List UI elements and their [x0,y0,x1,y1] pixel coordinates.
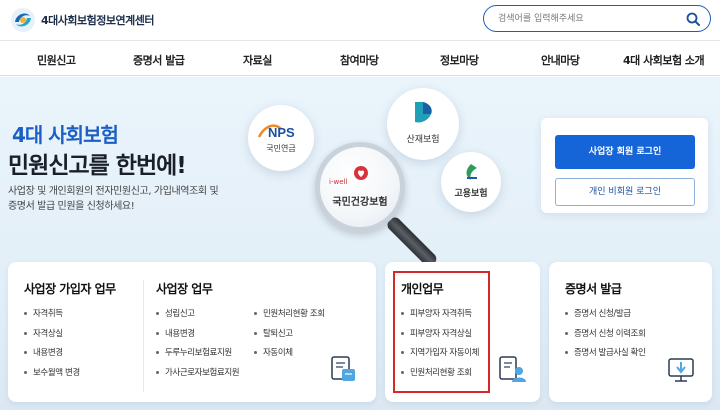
certificate-title: 증명서 발급 [565,282,622,296]
search-icon[interactable] [686,12,700,26]
hero-description-line: 사업장 및 개인회원의 전자민원신고, 가입내역조회 및 [8,186,219,197]
list-item[interactable]: 보수월액 변경 [24,366,80,386]
personal-highlight-box [393,271,490,393]
main-nav: 민원신고 증명서 발급 자료실 참여마당 정보마당 안내마당 4대 사회보험 소… [0,40,720,76]
search-input[interactable] [498,11,678,27]
nps-logo-text: NPS [268,125,295,140]
site-header: 4대사회보험정보연계센터 [0,0,720,40]
ei-label: 고용보험 [454,189,488,199]
nps-logo-icon: NPS [257,124,295,140]
magnifier-handle [385,215,439,269]
search-box [483,5,711,32]
magnifier-nhis: i-well 국민건강보험 [315,142,405,232]
nav-item-civil-report[interactable]: 민원신고 [37,54,76,67]
kcomwel-label: 산재보험 [406,135,440,145]
hero-description: 사업장 및 개인회원의 전자민원신고, 가입내역조회 및 증명서 발급 민원을 … [8,184,268,214]
nps-badge: NPS 국민연금 [248,105,314,171]
kcomwel-badge: 산재보험 [387,88,459,160]
business-login-button[interactable]: 사업장 회원 로그인 [555,135,695,169]
login-panel: 사업장 회원 로그인 개인 비회원 로그인 [541,118,708,213]
personal-title: 개인업무 [401,282,444,296]
nav-item-information[interactable]: 정보마당 [440,54,479,67]
nhis-logo-icon [354,166,368,180]
list-item[interactable]: 민원처리현황 조회 [254,307,325,327]
nhis-sub: i-well [329,178,348,186]
personal-login-button[interactable]: 개인 비회원 로그인 [555,178,695,206]
certificate-list: 증명서 신청/발급 증명서 신청 이력조회 증명서 발급사실 확인 [565,307,646,366]
list-item[interactable]: 피부양자 자격취득 [401,307,479,327]
ei-badge: 고용보험 [441,152,501,212]
list-item[interactable]: 내용변경 [156,327,239,347]
list-item[interactable]: 증명서 신청/발급 [565,307,645,327]
list-item[interactable]: 증명서 발급사실 확인 [565,346,646,366]
nps-label: 국민연금 [266,144,296,153]
workplace-title: 사업장 업무 [156,282,213,296]
user-document-icon [499,356,526,382]
monitor-download-icon [668,358,694,382]
list-item[interactable]: 자격취득 [24,307,80,327]
list-item[interactable]: 민원처리현황 조회 [401,366,479,386]
business-card: 사업장 가입자 업무 자격취득 자격상실 내용변경 보수월액 변경 사업장 업무… [8,262,376,402]
list-item[interactable]: 두루누리보험료지원 [156,346,239,366]
list-item[interactable]: 자격상실 [24,327,80,347]
workplace-list-2: 민원처리현황 조회 탈퇴신고 자동이체 [254,307,325,366]
logo-icon [11,8,35,32]
personal-list: 피부양자 자격취득 피부양자 자격상실 지역가입자 자동이체 민원처리현황 조회 [401,307,479,385]
list-item[interactable]: 피부양자 자격상실 [401,327,479,347]
list-item[interactable]: 지역가입자 자동이체 [401,346,479,366]
hero-subtitle: 민원신고를 한번에! [8,153,187,179]
list-item[interactable]: 증명서 신청 이력조회 [565,327,646,347]
subscriber-title: 사업장 가입자 업무 [24,282,116,296]
list-item[interactable]: 자동이체 [254,346,325,366]
personal-card: 개인업무 피부양자 자격취득 피부양자 자격상실 지역가입자 자동이체 민원처리… [385,262,540,402]
workplace-list-1: 성립신고 내용변경 두루누리보험료지원 가사근로자보험료지원 [156,307,240,386]
nav-item-certificate[interactable]: 증명서 발급 [133,54,185,67]
nav-item-resources[interactable]: 자료실 [243,54,272,67]
site-name: 4대사회보험정보연계센터 [41,14,154,27]
nav-item-participation[interactable]: 참여마당 [340,54,379,67]
kcomwel-logo-icon [415,102,432,123]
ei-logo-icon [466,164,477,180]
document-icon [331,356,355,381]
site-logo[interactable]: 4대사회보험정보연계센터 [10,7,154,33]
hero-description-line: 증명서 발급 민원을 신청하세요! [8,201,135,212]
list-item[interactable]: 가사근로자보험료지원 [156,366,240,386]
nav-item-about[interactable]: 4대 사회보험 소개 [623,54,705,67]
card-divider [143,280,144,392]
nhis-label: 국민건강보험 [332,197,388,208]
nav-item-guide[interactable]: 안내마당 [541,54,580,67]
certificate-card: 증명서 발급 증명서 신청/발급 증명서 신청 이력조회 증명서 발급사실 확인 [549,262,712,402]
list-item[interactable]: 탈퇴신고 [254,327,325,347]
subscriber-list: 자격취득 자격상실 내용변경 보수월액 변경 [24,307,80,385]
hero-title: 4대 사회보험 [12,123,119,147]
list-item[interactable]: 내용변경 [24,346,80,366]
list-item[interactable]: 성립신고 [156,307,239,327]
